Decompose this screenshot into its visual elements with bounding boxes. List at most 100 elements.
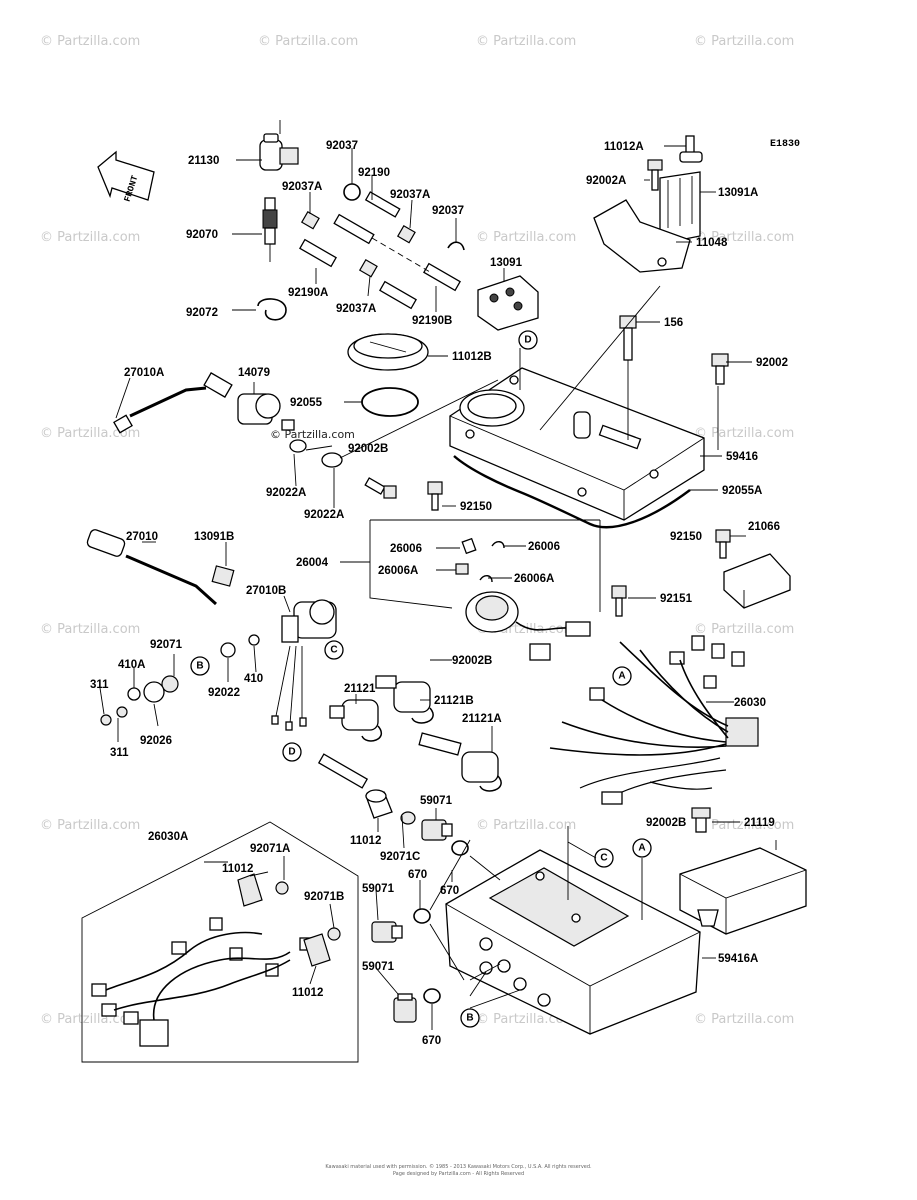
part-label: 92022A <box>266 487 306 499</box>
copyright-line: Page designed by Partzilla.com - All Rig… <box>392 1171 525 1177</box>
washer-410 <box>248 634 260 646</box>
watermark-inline: © Partzilla.com <box>270 428 355 441</box>
part-label: 21130 <box>188 155 219 167</box>
part-label: 13091B <box>194 531 234 543</box>
gasket-92055A <box>453 455 691 529</box>
watermark: © Partzilla.com <box>694 426 795 441</box>
assembly-27010B <box>271 599 337 731</box>
washer-92022A <box>289 439 307 453</box>
watermark: © Partzilla.com <box>476 818 577 833</box>
spark-plug-92070 <box>262 197 278 262</box>
part-label: 26004 <box>296 557 329 569</box>
part-label: 21119 <box>744 817 775 829</box>
part-label: 59071 <box>420 795 453 807</box>
part-label: 26006 <box>528 541 560 553</box>
part-label: 11012A <box>604 141 644 153</box>
callout-b: B <box>196 661 203 672</box>
part-label: 11012 <box>222 863 253 875</box>
watermark: © Partzilla.com <box>40 426 141 441</box>
callout-d: D <box>288 747 295 758</box>
watermark: © Partzilla.com <box>258 34 359 49</box>
holder-13091B <box>211 565 235 587</box>
callout-b: B <box>466 1013 473 1024</box>
harness-26030A <box>81 821 359 1063</box>
part-label: 92190B <box>412 315 452 327</box>
callout-a: A <box>638 843 645 854</box>
part-label: 27010 <box>126 531 158 543</box>
cable-27010A <box>113 372 233 434</box>
tube-d <box>317 753 369 789</box>
plug-cap-21130 <box>259 133 299 171</box>
cover-59416 <box>449 367 705 521</box>
nut-92071 <box>161 675 179 693</box>
part-labels: E1830 21130 92037 92190 92037A 92037A 92… <box>90 139 800 1047</box>
plug-59071 <box>393 993 417 1023</box>
bolt-92002 <box>711 353 729 385</box>
bracket-assembly <box>593 135 703 273</box>
part-label: 11048 <box>696 237 728 249</box>
cap-11012 <box>365 789 393 819</box>
part-label: 92002 <box>756 357 788 369</box>
part-label: 27010B <box>246 585 286 597</box>
part-label: 92190 <box>358 167 390 179</box>
o-ring-670 <box>451 840 469 856</box>
part-label: 21121B <box>434 695 474 707</box>
part-label: 92055A <box>722 485 762 497</box>
plug-59071 <box>421 819 453 841</box>
watermark: © Partzilla.com <box>476 230 577 245</box>
part-label: 92002B <box>646 817 686 829</box>
watermark: © Partzilla.com <box>40 230 141 245</box>
part-label: 92037A <box>336 303 376 315</box>
part-label: 26030A <box>148 831 188 843</box>
part-label: 59071 <box>362 961 395 973</box>
boot-92026 <box>143 681 165 703</box>
stator-group-26004 <box>369 519 601 661</box>
o-ring-670 <box>423 988 441 1004</box>
part-label: 11012B <box>452 351 492 363</box>
part-label: 59416A <box>718 953 758 965</box>
holder-13091 <box>477 275 539 331</box>
o-ring-670 <box>413 908 431 924</box>
part-label: 92037 <box>432 205 464 217</box>
part-label: 13091A <box>718 187 758 199</box>
plug-59071 <box>371 921 403 943</box>
part-label: 27010A <box>124 367 164 379</box>
part-label: 410A <box>118 659 146 671</box>
washer-92022 <box>220 642 236 658</box>
watermark: © Partzilla.com <box>694 1012 795 1027</box>
tubes-and-clamps <box>299 183 465 310</box>
part-label: 92037A <box>282 181 322 193</box>
part-label: 92002B <box>452 655 492 667</box>
igniter-21119 <box>679 847 807 935</box>
part-label: 11012 <box>292 987 323 999</box>
bolt-92002B <box>691 807 711 833</box>
part-label: 670 <box>440 885 459 897</box>
part-label: 26006 <box>390 543 422 555</box>
watermark: © Partzilla.com <box>40 818 141 833</box>
part-label: 26006A <box>514 573 554 585</box>
coil-21121 <box>329 699 382 742</box>
part-label: 311 <box>90 679 109 691</box>
bolt-92150 <box>715 529 731 559</box>
nut-92071C <box>400 811 416 825</box>
switch-14079 <box>237 393 295 431</box>
bolt-92150 <box>427 481 443 511</box>
part-label: 92071A <box>250 843 290 855</box>
harness-26030 <box>549 635 759 805</box>
part-label: 21121 <box>344 683 376 695</box>
cap-11012B <box>347 333 429 371</box>
part-label: 410 <box>244 673 263 685</box>
diagram-code: E1830 <box>770 139 800 150</box>
nut-311 <box>100 714 112 726</box>
part-label: 92071 <box>150 639 183 651</box>
part-label: 59071 <box>362 883 395 895</box>
part-label: 92002A <box>586 175 626 187</box>
bolt-92002B <box>364 477 397 499</box>
part-drawings: FRONT <box>81 133 807 1063</box>
case-59416A <box>445 849 701 1035</box>
bolt-92151 <box>611 585 627 617</box>
band-92072 <box>257 298 287 321</box>
part-label: 92150 <box>460 501 492 513</box>
part-label: 92150 <box>670 531 702 543</box>
